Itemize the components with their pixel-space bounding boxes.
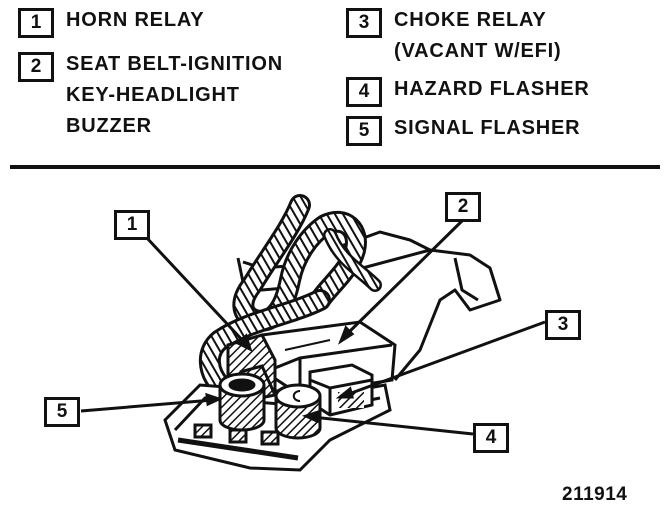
legend-item-5: 5 SIGNAL FLASHER [346,116,580,146]
legend-label: HAZARD FLASHER [394,78,590,100]
wiring-harness [198,194,382,396]
callout-3: 3 [545,310,581,340]
legend-item-2: 2 SEAT BELT-IGNITION KEY-HEADLIGHT BUZZE… [18,52,283,142]
legend-label: CHOKE RELAY (VACANT W/EFI) [394,9,562,62]
legend-number-box: 1 [18,8,54,38]
legend-number-box: 4 [346,77,382,107]
hazard-flasher [274,383,322,440]
callout-4: 4 [473,423,509,453]
legend-item-1: 1 HORN RELAY [18,8,204,38]
callout-1: 1 [114,210,150,240]
legend-item-4: 4 HAZARD FLASHER [346,77,590,107]
callout-leader-lines [80,216,546,436]
callout-2: 2 [445,192,481,222]
legend-number-box: 5 [346,116,382,146]
callout-5: 5 [44,397,80,427]
legend-label: SIGNAL FLASHER [394,117,581,139]
divider-rule [10,165,660,169]
legend-number-box: 3 [346,8,382,38]
signal-flasher [218,372,266,432]
legend-label: SEAT BELT-IGNITION KEY-HEADLIGHT BUZZER [66,53,283,137]
legend-label: HORN RELAY [66,9,205,31]
legend-number-box: 2 [18,52,54,82]
figure-number: 211914 [562,484,628,505]
legend-item-3: 3 CHOKE RELAY (VACANT W/EFI) [346,8,561,67]
